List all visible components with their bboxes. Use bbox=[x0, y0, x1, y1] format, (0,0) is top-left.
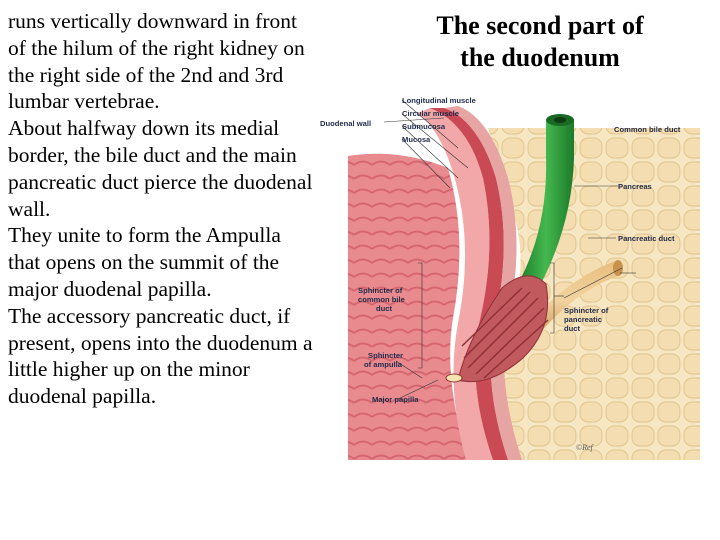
label-sphincter-panc-2: pancreatic bbox=[564, 315, 602, 324]
duodenal-lumen bbox=[348, 153, 468, 460]
paragraph-position: runs vertically downward in front of the… bbox=[8, 9, 305, 114]
label-submucosa: Submucosa bbox=[402, 122, 446, 131]
label-sphincter-bile-2: common bile bbox=[358, 295, 405, 304]
label-sphincter-panc-3: duct bbox=[564, 324, 581, 333]
label-sphincter-bile-1: Sphincter of bbox=[358, 286, 403, 295]
label-sphincter-panc-1: Sphincter of bbox=[564, 306, 609, 315]
slide-title: The second part of the duodenum bbox=[400, 10, 680, 74]
label-sphincter-bile-3: duct bbox=[376, 304, 393, 313]
leader-lines bbox=[383, 99, 636, 400]
label-duodenal-wall: Duodenal wall bbox=[320, 119, 371, 128]
label-pancreas: Pancreas bbox=[618, 182, 652, 191]
duodenum-illustration: Duodenal wall Longitudinal muscle Circul… bbox=[318, 88, 700, 460]
title-line-1: The second part of bbox=[436, 11, 644, 40]
label-common-bile-duct: Common bile duct bbox=[614, 125, 681, 134]
paragraph-accessory-duct: The accessory pancreatic duct, if presen… bbox=[8, 303, 313, 409]
label-mucosa: Mucosa bbox=[402, 135, 431, 144]
pancreas-tissue bbox=[466, 128, 700, 460]
title-line-2: the duodenum bbox=[460, 43, 620, 72]
label-sphincter-ampulla-2: of ampulla bbox=[364, 360, 403, 369]
label-circular-muscle: Circular muscle bbox=[402, 109, 459, 118]
label-sphincter-ampulla-1: Sphincter bbox=[368, 351, 403, 360]
label-major-papilla: Major papilla bbox=[372, 395, 419, 404]
paragraph-ampulla: They unite to form the Ampulla that open… bbox=[8, 223, 281, 301]
paragraph-ducts: About halfway down its medial border, th… bbox=[8, 116, 313, 221]
illustrator-signature: ©Ref bbox=[576, 443, 595, 452]
anatomy-diagram: Duodenal wall Longitudinal muscle Circul… bbox=[320, 96, 700, 460]
label-longitudinal-muscle: Longitudinal muscle bbox=[402, 96, 476, 105]
common-bile-duct bbox=[518, 120, 574, 293]
body-text: runs vertically downward in front of the… bbox=[8, 8, 318, 410]
pancreatic-duct-end bbox=[613, 260, 623, 276]
major-papilla bbox=[445, 373, 463, 383]
label-pancreatic-duct: Pancreatic duct bbox=[618, 234, 675, 243]
